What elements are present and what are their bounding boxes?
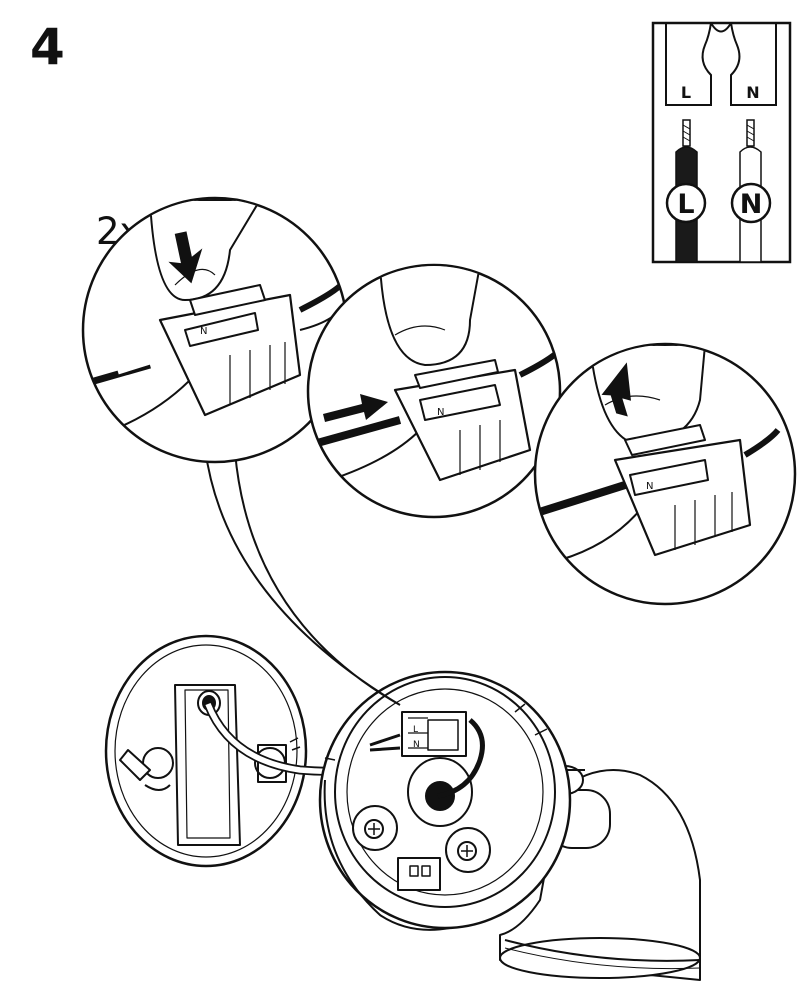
legend-terminal-n-label: N <box>746 83 759 102</box>
legend-wire-n-label: N <box>740 189 763 220</box>
detail2-connector-n-label: N <box>437 407 444 418</box>
finger-icon <box>149 199 261 301</box>
detail3-connector-n-label: N <box>646 481 653 492</box>
mounting-plate <box>104 634 308 868</box>
detail-insert-wire: N <box>306 263 562 519</box>
detail-press-lever: N <box>81 196 349 464</box>
lamp-shade <box>499 769 701 981</box>
detail1-connector-n-label: N <box>200 326 207 337</box>
press-down-arrow-icon <box>168 231 203 284</box>
junction-box: L N <box>318 670 572 931</box>
box-connector-l-label: L <box>413 725 418 735</box>
legend-frame <box>651 21 792 264</box>
finger-icon <box>379 266 481 366</box>
callout-pointer <box>204 447 401 706</box>
legend-n-badge <box>730 182 772 224</box>
lift-up-arrow-icon <box>601 362 632 417</box>
box-connector-n-label: N <box>413 740 420 750</box>
wiring-legend: L N L N <box>651 21 792 264</box>
legend-terminal-l-label: L <box>681 83 691 102</box>
box-connector: L N <box>401 711 467 757</box>
lamp-assembly: L N <box>104 634 701 981</box>
detail-release-lever: N <box>533 342 797 606</box>
legend-l-badge <box>665 182 707 224</box>
legend-wire-l-label: L <box>677 189 694 220</box>
step-number: 4 <box>30 18 65 76</box>
push-in-arrow-icon <box>323 394 388 422</box>
